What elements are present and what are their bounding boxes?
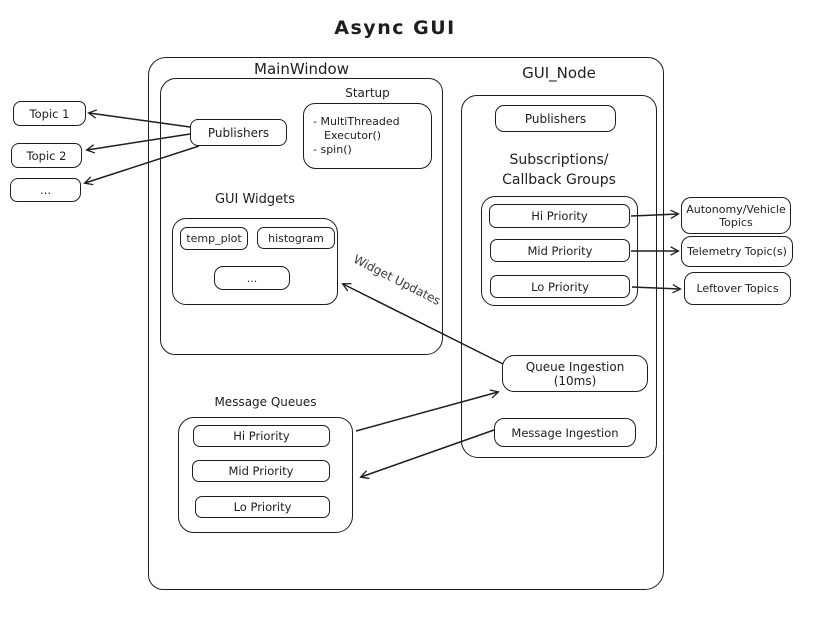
callback-group-mid-priority-node: Mid Priority xyxy=(490,239,630,262)
subscriptions-callback-groups-label: Subscriptions/ Callback Groups xyxy=(466,150,652,190)
callback-group-hi-priority-node: Hi Priority xyxy=(489,204,630,228)
message-queues-box xyxy=(178,417,353,533)
message-queue-mid-priority-node: Mid Priority xyxy=(192,460,330,482)
topic-1-node: Topic 1 xyxy=(13,101,86,126)
widget-ellipsis-node: ... xyxy=(214,266,290,290)
diagram-title: Async GUI xyxy=(334,17,456,39)
startup-line-multithreaded: - MultiThreaded xyxy=(313,115,400,128)
startup-label: Startup xyxy=(345,86,390,100)
mainwindow-label: MainWindow xyxy=(254,60,349,78)
message-queue-lo-priority-node: Lo Priority xyxy=(195,496,330,518)
subscriptions-label-line1: Subscriptions/ xyxy=(509,152,609,168)
widget-histogram-node: histogram xyxy=(257,227,335,249)
widget-temp-plot-node: temp_plot xyxy=(180,227,248,250)
startup-line-executor: Executor() xyxy=(324,129,382,142)
startup-code-lines: - MultiThreaded Executor() - spin() xyxy=(304,104,400,157)
mainwindow-box xyxy=(160,78,443,355)
outer-container-box xyxy=(148,57,664,590)
guinode-label: GUI_Node xyxy=(522,64,596,82)
telemetry-topics-node: Telemetry Topic(s) xyxy=(681,236,793,267)
leftover-topics-node: Leftover Topics xyxy=(684,272,791,305)
mainwindow-publishers-node: Publishers xyxy=(190,119,287,146)
subscriptions-label-line2: Callback Groups xyxy=(502,172,616,188)
guinode-publishers-node: Publishers xyxy=(495,105,616,132)
queue-ingestion-node: Queue Ingestion (10ms) xyxy=(502,355,648,392)
gui-widgets-label: GUI Widgets xyxy=(214,192,296,207)
startup-line-spin: - spin() xyxy=(313,143,352,156)
message-ingestion-node: Message Ingestion xyxy=(494,418,636,447)
message-queue-hi-priority-node: Hi Priority xyxy=(193,425,330,447)
gui-widgets-box xyxy=(172,218,338,305)
topic-2-node: Topic 2 xyxy=(11,143,82,168)
callback-group-lo-priority-node: Lo Priority xyxy=(490,275,630,298)
guinode-box xyxy=(461,95,657,458)
topic-ellipsis-node: ... xyxy=(10,178,81,202)
message-queues-label: Message Queues xyxy=(214,395,317,409)
autonomy-vehicle-topics-node: Autonomy/Vehicle Topics xyxy=(681,197,791,234)
startup-box: - MultiThreaded Executor() - spin() xyxy=(303,103,432,169)
